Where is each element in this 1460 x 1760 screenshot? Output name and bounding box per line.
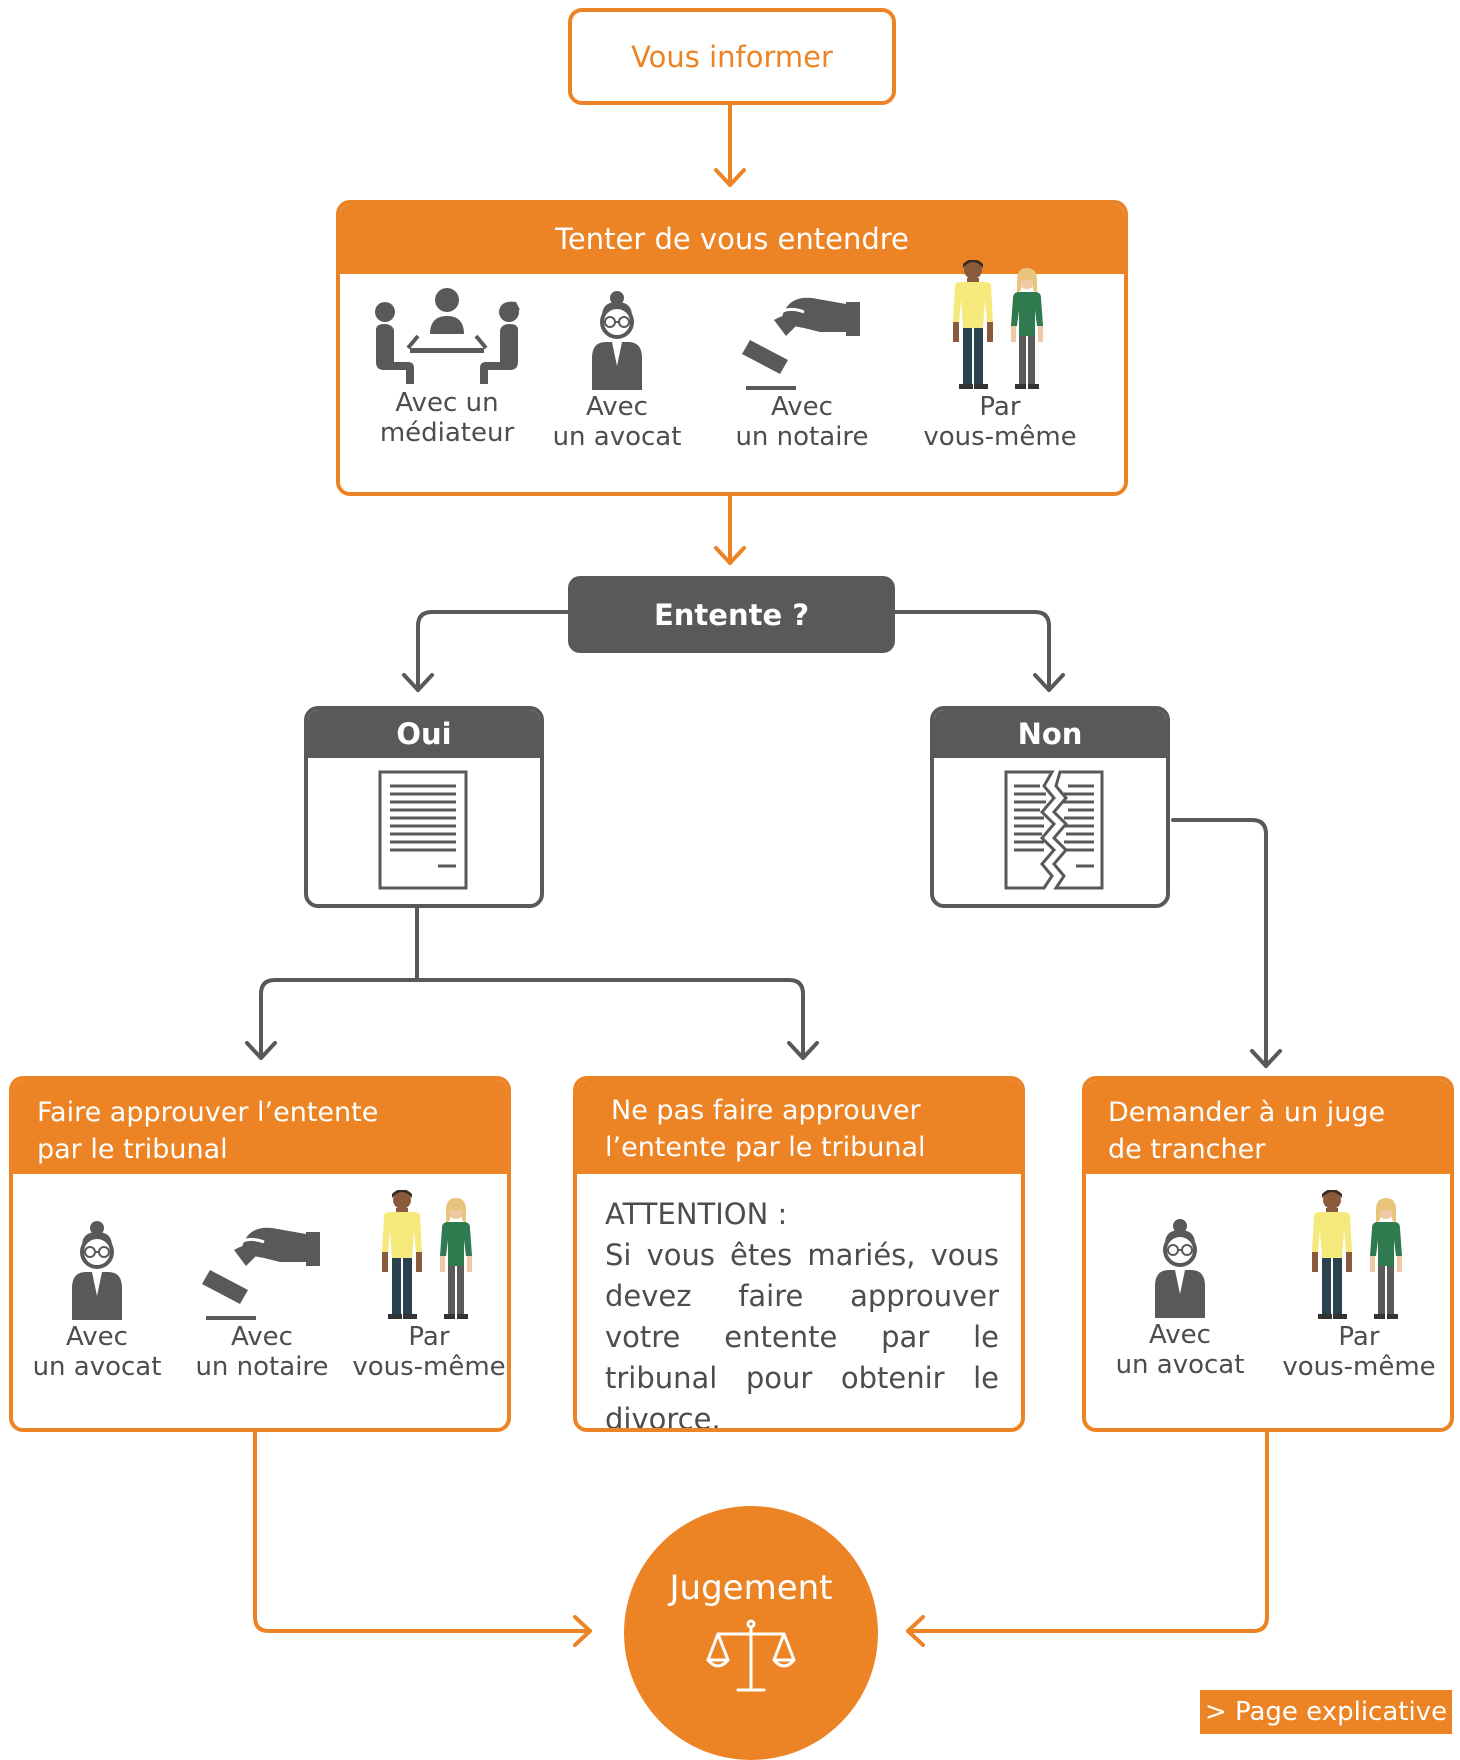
start-label: Vous informer [631,39,833,74]
approve-option-notary: Avec un notaire [177,1218,347,1382]
document-icon [378,770,468,890]
approve-option-self: Par vous-même [347,1190,507,1382]
lawyer-icon [592,291,642,390]
option-mediator: Avec un médiateur [362,286,532,448]
couple-icon [953,260,1043,389]
no-box: Non [930,706,1170,908]
judge-option-lawyer: Avec un avocat [1100,1216,1260,1380]
judge-box: Demander à un juge de trancher Avec un a… [1082,1076,1454,1432]
attempt-box: Tenter de vous entendre Avec un médiateu… [336,200,1128,496]
couple-icon [1312,1190,1402,1319]
judge-option-self: Par vous-même [1274,1190,1444,1382]
no-approve-title: Ne pas faire approuver l’entente par le … [577,1080,1021,1174]
arrow-start-to-attempt [714,103,746,187]
lawyer-icon [72,1221,122,1320]
notary-stamp-icon [202,1227,320,1320]
yes-box: Oui [304,706,544,908]
notary-stamp-icon [742,297,860,390]
approve-box: Faire approuver l’entente par le tribuna… [9,1076,511,1432]
lawyer-icon [1155,1219,1205,1318]
result-label: Jugement [669,1568,833,1608]
explanatory-page-link[interactable]: > Page explicative [1200,1690,1452,1734]
warning-block: ATTENTION : Si vous êtes mariés, vous de… [577,1174,1021,1432]
approve-title: Faire approuver l’entente par le tribuna… [13,1080,507,1174]
torn-document-icon [1004,770,1104,890]
attempt-title: Tenter de vous entendre [340,204,1124,274]
arrow-approve-to-result [253,1428,592,1647]
yes-label: Oui [308,710,540,758]
arrow-attempt-to-decision [714,493,746,565]
option-mediator-line1: Avec un [395,388,499,418]
option-lawyer-line1: Avec [586,392,648,422]
approve-option-lawyer: Avec un avocat [17,1218,177,1382]
option-mediator-line2: médiateur [379,418,515,448]
warning-text: Si vous êtes mariés, vous devez faire ap… [605,1238,999,1432]
result-circle: Jugement [624,1506,878,1760]
arrow-yes-to-branches [245,905,819,1060]
arrow-decision-to-yes [402,610,570,692]
scales-of-justice-icon [706,1619,796,1692]
option-lawyer: Avec un avocat [532,288,702,452]
explanatory-page-link-label: > Page explicative [1204,1697,1448,1727]
mediation-meeting-icon [375,288,520,384]
no-label: Non [934,710,1166,758]
option-self-line1: Par [979,392,1021,422]
option-self-line2: vous-même [923,422,1077,452]
option-notary: Avec un notaire [702,288,902,452]
decision-label: Entente ? [653,597,810,632]
option-notary-line2: un notaire [735,422,869,452]
decision-box: Entente ? [568,576,895,653]
warning-title: ATTENTION : [605,1197,788,1231]
arrow-no-to-judge [1171,818,1282,1068]
no-approve-box: Ne pas faire approuver l’entente par le … [573,1076,1025,1432]
judge-title: Demander à un juge de trancher [1086,1080,1450,1174]
arrow-decision-to-no [893,610,1065,692]
start-box: Vous informer [568,8,896,105]
option-self: Par vous-même [902,260,1098,452]
couple-icon [382,1190,472,1319]
option-lawyer-line2: un avocat [552,422,682,452]
option-notary-line1: Avec [771,392,833,422]
arrow-judge-to-result [906,1428,1269,1647]
